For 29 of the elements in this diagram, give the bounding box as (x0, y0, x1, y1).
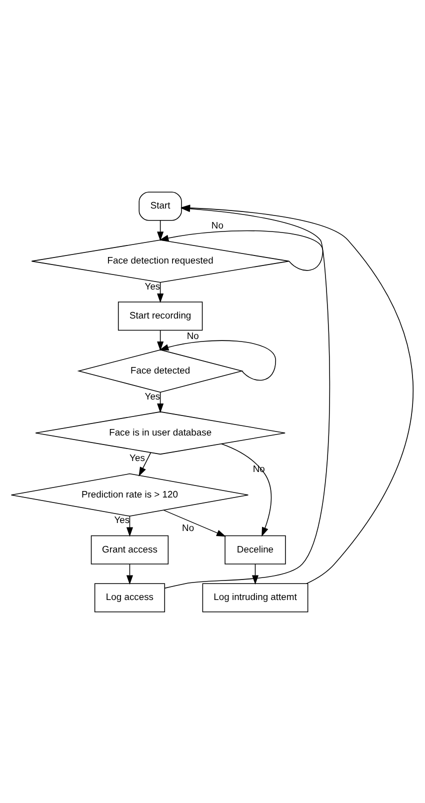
edge-label: Yes (114, 514, 130, 525)
arrow (157, 282, 164, 302)
arrow (163, 509, 226, 536)
node-box: Grant access (90, 534, 169, 564)
node-diamond: Prediction rate is > 120 (10, 472, 249, 516)
node-box: Log access (94, 582, 166, 612)
node-diamond: Face detection requested (31, 239, 290, 282)
arrow (252, 563, 259, 584)
arrow (138, 452, 152, 476)
arrow (126, 515, 134, 536)
node-diamond: Face detected (77, 348, 244, 392)
node-diamond: Face is in user database (35, 410, 286, 454)
edge-label: No (211, 219, 224, 230)
arrow (159, 340, 276, 380)
node-box: Deceline (224, 534, 286, 564)
node-box: Log intruding attemt (202, 582, 308, 612)
edge-label: No (182, 521, 194, 532)
edge-label: Yes (130, 452, 145, 463)
arrow (221, 443, 272, 536)
arrow (157, 329, 164, 350)
node-box: Start recording (118, 301, 203, 330)
arrow (157, 391, 164, 412)
arrow (159, 230, 324, 270)
edge-label: Yes (144, 280, 160, 291)
arrow (157, 220, 164, 241)
node-box: Start (138, 191, 182, 220)
edge-label: Yes (144, 390, 160, 401)
arrow (126, 563, 134, 584)
edge-label: No (186, 330, 199, 341)
